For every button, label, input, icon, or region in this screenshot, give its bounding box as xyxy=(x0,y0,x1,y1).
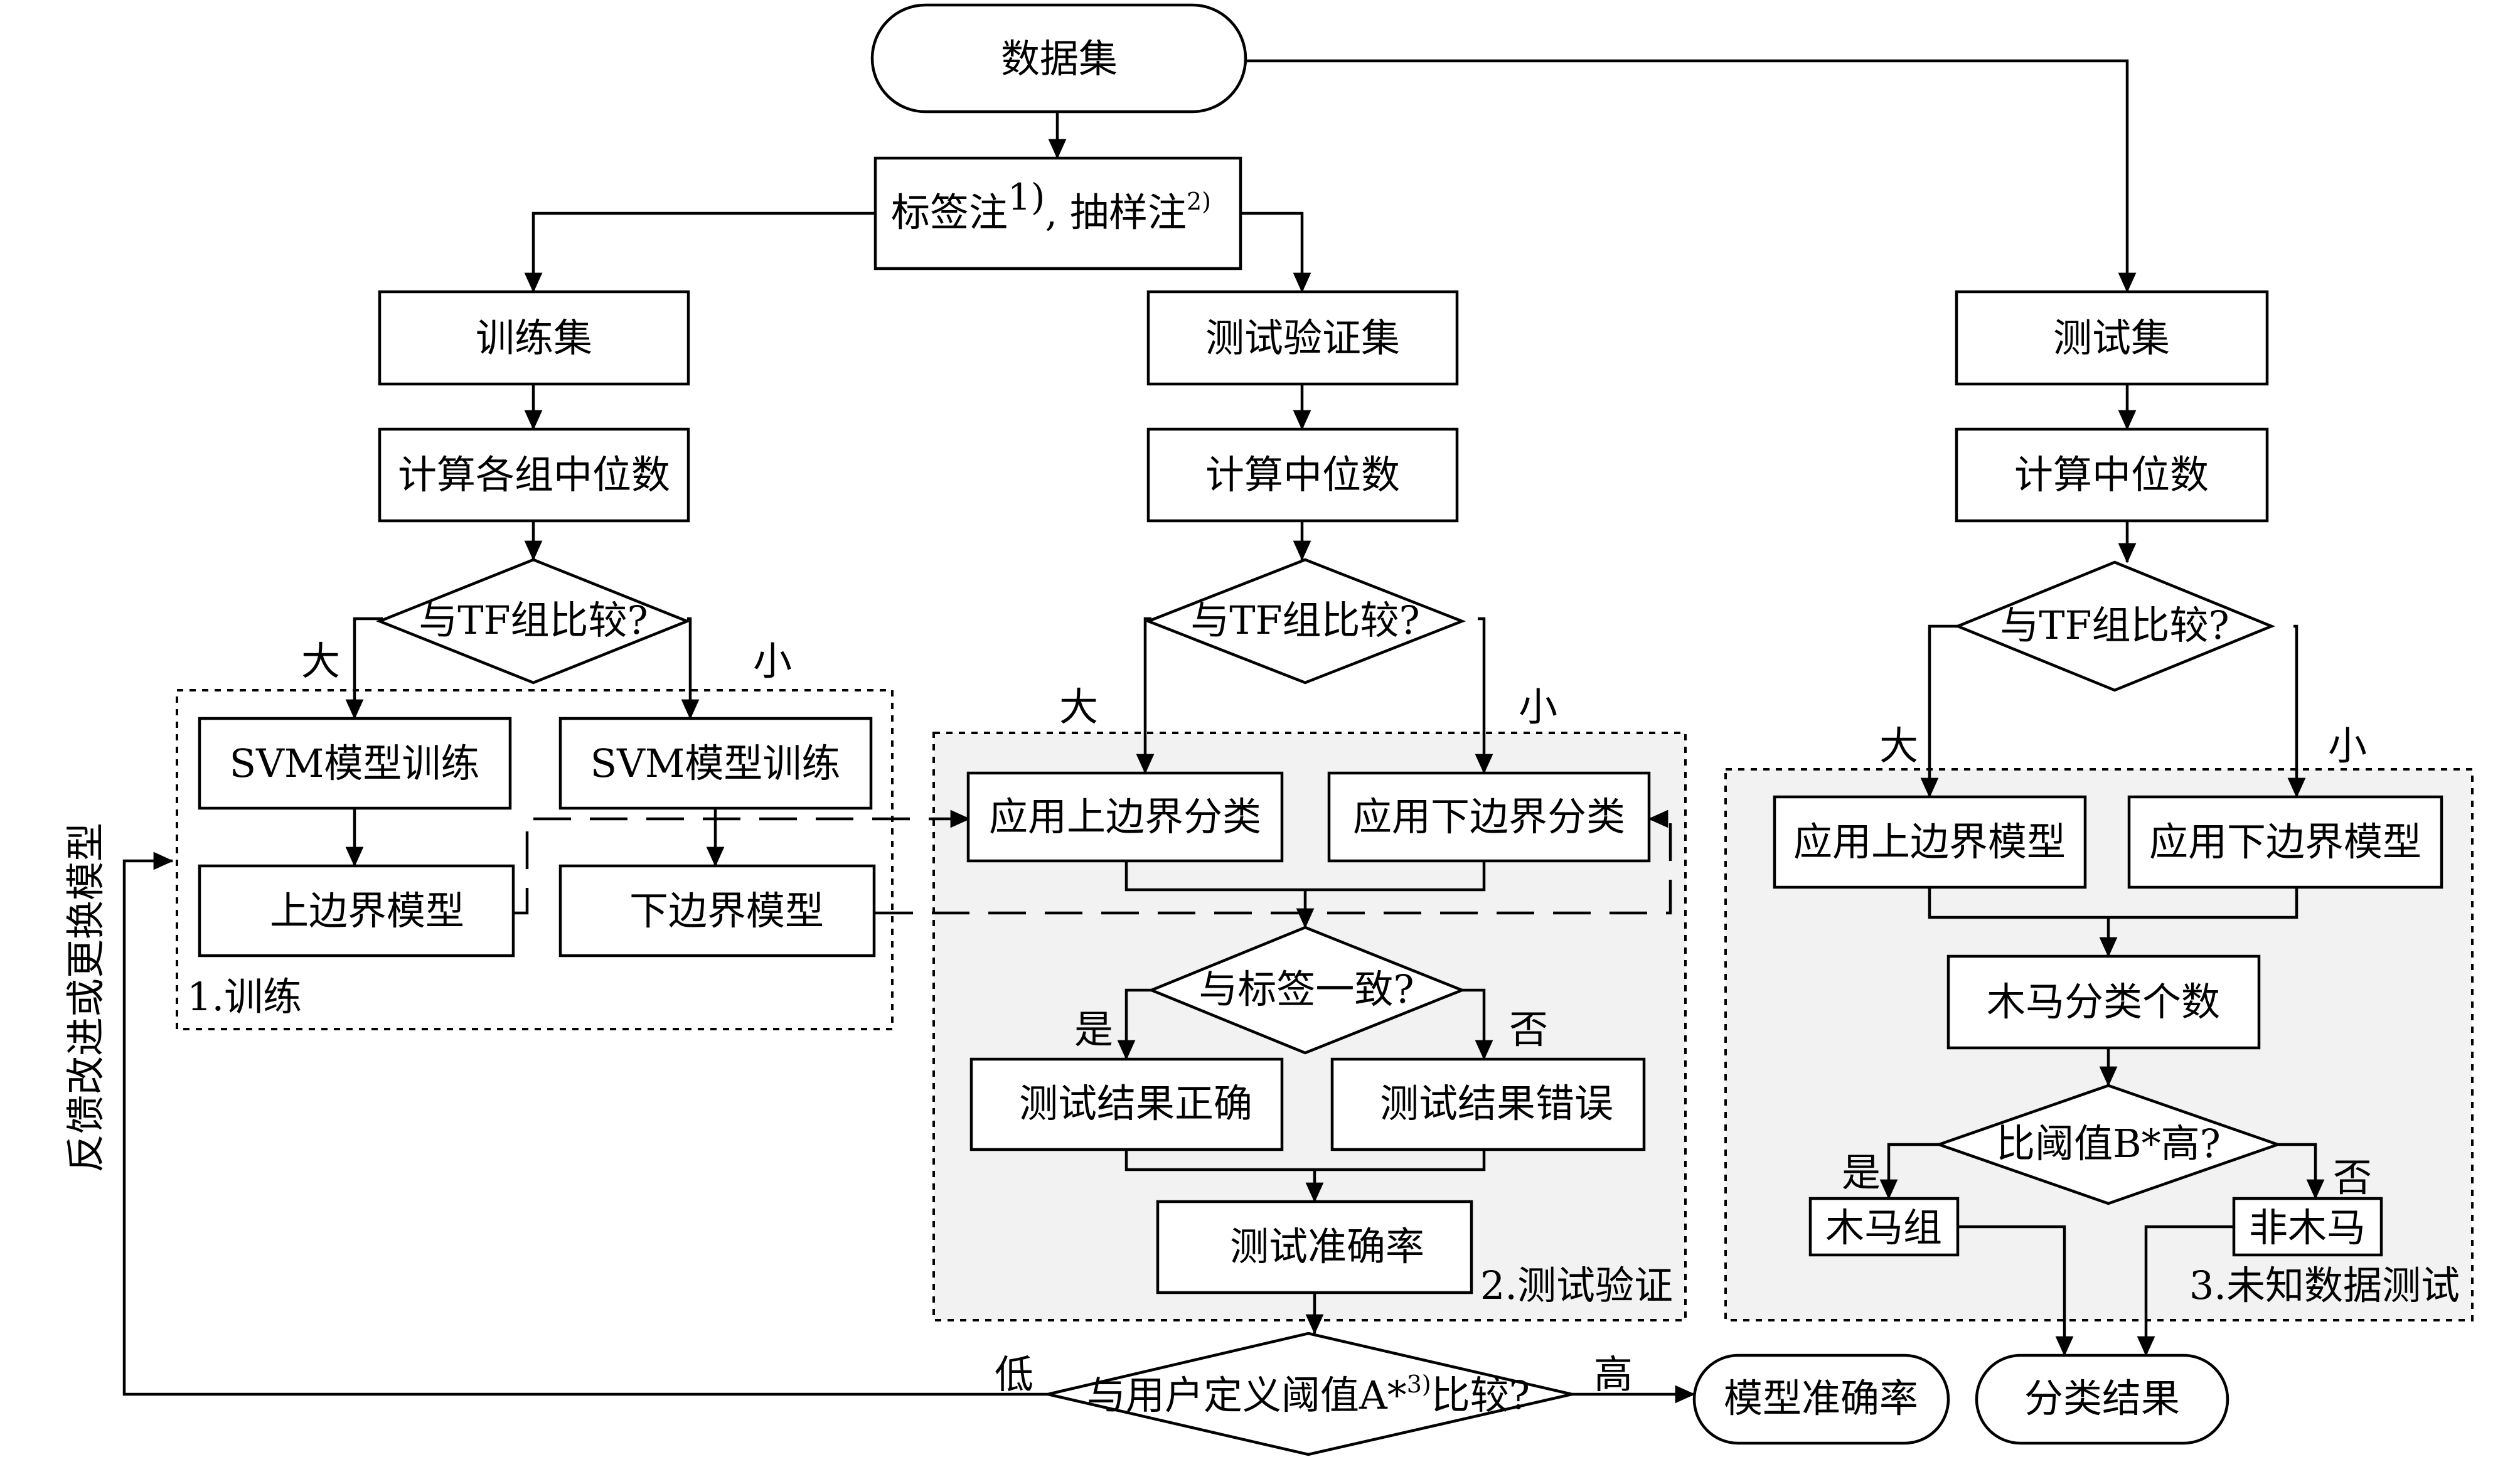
edge-label-high: 高 xyxy=(1594,1352,1633,1397)
labeling-sampling-node: 标签注1), 抽样注2) xyxy=(873,156,1242,270)
svg-text:木马分类个数: 木马分类个数 xyxy=(1987,979,2220,1025)
classification-result-node: 分类结果 xyxy=(1975,1353,2229,1445)
svg-text:模型准确率: 模型准确率 xyxy=(1724,1375,1918,1421)
svg-text:测试验证集: 测试验证集 xyxy=(1205,315,1400,361)
compare-tf-train-decision: 与TF组比较? xyxy=(375,558,691,685)
calc-median-val-node: 计算中位数 xyxy=(1146,427,1459,523)
edges xyxy=(122,59,2325,1404)
edge-label-small-test: 小 xyxy=(2328,723,2367,769)
svg-text:与TF组比较?: 与TF组比较? xyxy=(2000,602,2229,648)
result-correct-node: 测试结果正确 xyxy=(969,1057,1284,1151)
validation-set-node: 测试验证集 xyxy=(1146,290,1459,386)
compare-tf-test-decision: 与TF组比较? xyxy=(1954,560,2275,692)
threshold-b-decision: 比阈值B*高? xyxy=(1935,1084,2282,1205)
svg-text:SVM模型训练: SVM模型训练 xyxy=(230,740,480,786)
apply-lower-classify-node: 应用下边界分类 xyxy=(1327,771,1651,863)
upper-model-node: 上边界模型 xyxy=(198,864,515,958)
svg-text:测试准确率: 测试准确率 xyxy=(1230,1224,1424,1269)
trojan-group-node: 木马组 xyxy=(1808,1197,1960,1257)
svg-text:下边界模型: 下边界模型 xyxy=(629,888,824,934)
threshold-a-label: 与用户定义阈值A*3)比较? xyxy=(1087,1370,1530,1418)
svg-text:训练集: 训练集 xyxy=(476,315,592,361)
match-label-decision: 与标签一致? xyxy=(1148,926,1466,1055)
svg-text:SVM模型训练: SVM模型训练 xyxy=(590,740,841,786)
dataset-node: 数据集 xyxy=(870,3,1247,114)
svg-text:与标签一致?: 与标签一致? xyxy=(1199,966,1414,1012)
edge-label-no-test: 否 xyxy=(2333,1155,2372,1200)
model-accuracy-node: 模型准确率 xyxy=(1692,1353,1950,1445)
apply-lower-model-node: 应用下边界模型 xyxy=(2127,795,2443,889)
edge-label-yes-val: 是 xyxy=(1074,1006,1113,1052)
edge-label-yes-test: 是 xyxy=(1842,1150,1881,1195)
region-unknown-test-label: 3.未知数据测试 xyxy=(2189,1262,2460,1308)
edge-label-feedback: 反馈改进或更换模型 xyxy=(63,823,109,1173)
test-set-node: 测试集 xyxy=(1955,290,2269,386)
svg-text:测试集: 测试集 xyxy=(2053,315,2170,361)
calc-group-median-node: 计算各组中位数 xyxy=(378,427,690,523)
svg-text:应用上边界分类: 应用上边界分类 xyxy=(989,794,1261,840)
edge-label-big-val: 大 xyxy=(1059,684,1098,730)
svg-text:应用下边界分类: 应用下边界分类 xyxy=(1353,794,1625,840)
threshold-a-decision: 与用户定义阈值A*3)比较? xyxy=(1047,1332,1572,1456)
svg-text:与TF组比较?: 与TF组比较? xyxy=(419,597,648,643)
region-training-label: 1.训练 xyxy=(187,974,302,1020)
edge-label-low: 低 xyxy=(995,1352,1033,1397)
edge-label-big-train: 大 xyxy=(301,638,340,684)
non-trojan-node: 非木马 xyxy=(2232,1197,2383,1257)
svg-text:计算各组中位数: 计算各组中位数 xyxy=(398,452,670,498)
svg-text:与TF组比较?: 与TF组比较? xyxy=(1190,597,1420,643)
svg-text:上边界模型: 上边界模型 xyxy=(270,888,464,934)
svg-text:应用上边界模型: 应用上边界模型 xyxy=(1793,819,2066,865)
test-accuracy-node: 测试准确率 xyxy=(1156,1200,1473,1294)
edge-labels: 大 小 大 小 大 小 是 否 是 否 低 高 反馈改进或更换模型 xyxy=(63,638,2372,1397)
train-set-node: 训练集 xyxy=(378,290,690,386)
region-validation-label: 2.测试验证 xyxy=(1480,1262,1673,1308)
edge-label-big-test: 大 xyxy=(1879,723,1918,769)
edge-label-small-val: 小 xyxy=(1519,684,1557,730)
svg-text:数据集: 数据集 xyxy=(1001,36,1118,82)
lower-model-node: 下边界模型 xyxy=(558,864,876,958)
result-wrong-node: 测试结果错误 xyxy=(1330,1057,1646,1151)
labeling-sampling-label: 标签注1), 抽样注2) xyxy=(891,176,1211,235)
svg-text:计算中位数: 计算中位数 xyxy=(1205,452,1400,498)
svg-text:分类结果: 分类结果 xyxy=(2024,1375,2180,1421)
svg-text:非木马: 非木马 xyxy=(2249,1205,2366,1251)
svg-text:测试结果错误: 测试结果错误 xyxy=(1380,1081,1613,1126)
compare-tf-val-decision: 与TF组比较? xyxy=(1144,558,1466,685)
apply-upper-classify-node: 应用上边界分类 xyxy=(966,771,1284,863)
edge-label-no-val: 否 xyxy=(1509,1006,1548,1052)
svm-train-2-node: SVM模型训练 xyxy=(558,717,873,810)
svm-train-1-node: SVM模型训练 xyxy=(198,717,512,810)
svg-text:比阈值B*高?: 比阈值B*高? xyxy=(1996,1121,2221,1166)
svg-text:木马组: 木马组 xyxy=(1825,1205,1942,1251)
svg-text:测试结果正确: 测试结果正确 xyxy=(1019,1081,1252,1126)
svg-text:计算中位数: 计算中位数 xyxy=(2014,452,2209,498)
trojan-count-node: 木马分类个数 xyxy=(1946,954,2261,1050)
calc-median-test-node: 计算中位数 xyxy=(1955,427,2269,523)
edge-label-small-train: 小 xyxy=(753,638,792,684)
apply-upper-model-node: 应用上边界模型 xyxy=(1773,795,2087,889)
svg-text:应用下边界模型: 应用下边界模型 xyxy=(2149,819,2421,865)
